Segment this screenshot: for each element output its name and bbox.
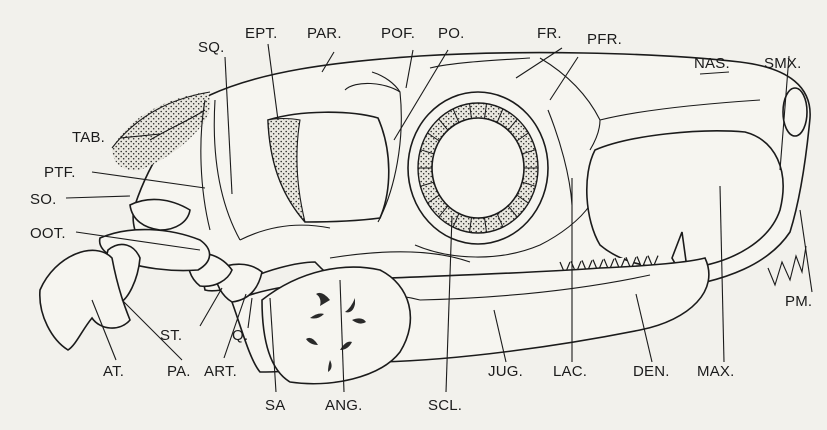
- label-par: PAR.: [307, 25, 342, 42]
- sclerotic-ring-inner: [432, 118, 524, 218]
- label-pa: PA.: [167, 363, 191, 380]
- label-st: ST.: [160, 327, 182, 344]
- label-q: Q.: [232, 327, 248, 344]
- label-at: AT.: [103, 363, 124, 380]
- label-scl: SCL.: [428, 397, 462, 414]
- label-so: SO.: [30, 191, 56, 208]
- label-lac: LAC.: [553, 363, 587, 380]
- label-smx: SMX.: [764, 55, 801, 72]
- label-ptf: PTF.: [44, 164, 76, 181]
- label-max: MAX.: [697, 363, 734, 380]
- label-ept: EPT.: [245, 25, 277, 42]
- label-jug: JUG.: [488, 363, 523, 380]
- label-tab: TAB.: [72, 129, 105, 146]
- label-pof: POF.: [381, 25, 415, 42]
- label-oot: OOT.: [30, 225, 66, 242]
- label-sq: SQ.: [198, 39, 224, 56]
- label-sa: SA: [265, 397, 285, 414]
- nostril: [783, 88, 807, 136]
- label-po: PO.: [438, 25, 464, 42]
- label-pfr: PFR.: [587, 31, 622, 48]
- label-art: ART.: [204, 363, 237, 380]
- label-den: DEN.: [633, 363, 670, 380]
- premaxilla-teeth: [768, 246, 806, 285]
- label-nas: NAS.: [694, 55, 730, 72]
- label-ang: ANG.: [325, 397, 362, 414]
- label-pm: PM.: [785, 293, 812, 310]
- angular-flange: [262, 267, 410, 384]
- label-fr: FR.: [537, 25, 562, 42]
